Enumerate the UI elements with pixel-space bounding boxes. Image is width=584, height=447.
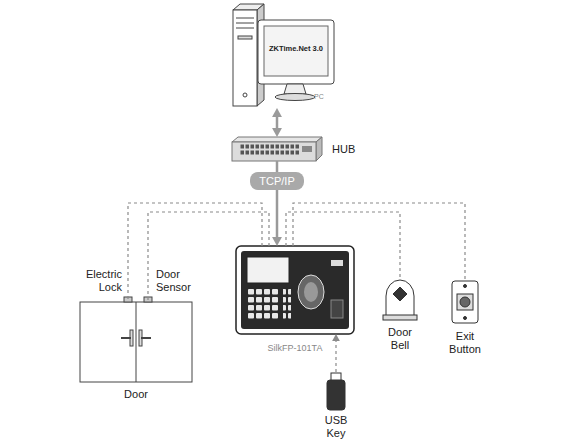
device-label: Door Bell [378, 326, 422, 352]
screen-text: ZKTime.Net 3.0 [264, 44, 328, 53]
bell-node: Door Bell [384, 278, 416, 320]
arrow-head [332, 334, 340, 341]
connector-line [148, 212, 269, 300]
button-node: Exit Button [452, 280, 478, 324]
terminal-node: SilkFP-101TA [236, 246, 354, 334]
dashed-wire [148, 212, 269, 300]
arrow-head [272, 128, 282, 137]
device-label: PC [314, 93, 324, 101]
part-label: Door [80, 388, 192, 401]
dashed-wire [286, 212, 400, 278]
exit-button [452, 281, 478, 323]
model-label: SilkFP-101TA [236, 343, 354, 354]
hub-node: HUB [232, 137, 322, 161]
connector-line [293, 203, 465, 280]
dashed-wire [332, 334, 340, 372]
door-node: Electric LockDoor SensorDoor [80, 300, 192, 382]
part-label: Door Sensor [156, 268, 200, 294]
device-label: Exit Button [443, 330, 487, 356]
protocol-label: TCP/IP [250, 172, 303, 190]
connector-line [286, 212, 400, 278]
arrow-head [272, 108, 282, 117]
computer-node: ZKTime.Net 3.0PC [228, 0, 338, 108]
usb-key [327, 373, 345, 410]
arrow-head [272, 237, 282, 246]
network-link [272, 108, 282, 137]
device-label: USB Key [316, 414, 356, 440]
pc-computer [233, 4, 334, 106]
connector-line [335, 340, 336, 372]
part-label: Electric Lock [50, 268, 122, 294]
connector-line [276, 116, 279, 129]
dashed-wire [293, 203, 465, 280]
terminal-device [236, 246, 354, 334]
door [80, 297, 192, 382]
device-label: HUB [332, 143, 355, 156]
network-hub [232, 137, 322, 161]
usb-node: USB Key [327, 372, 345, 410]
door-bell [383, 280, 417, 320]
